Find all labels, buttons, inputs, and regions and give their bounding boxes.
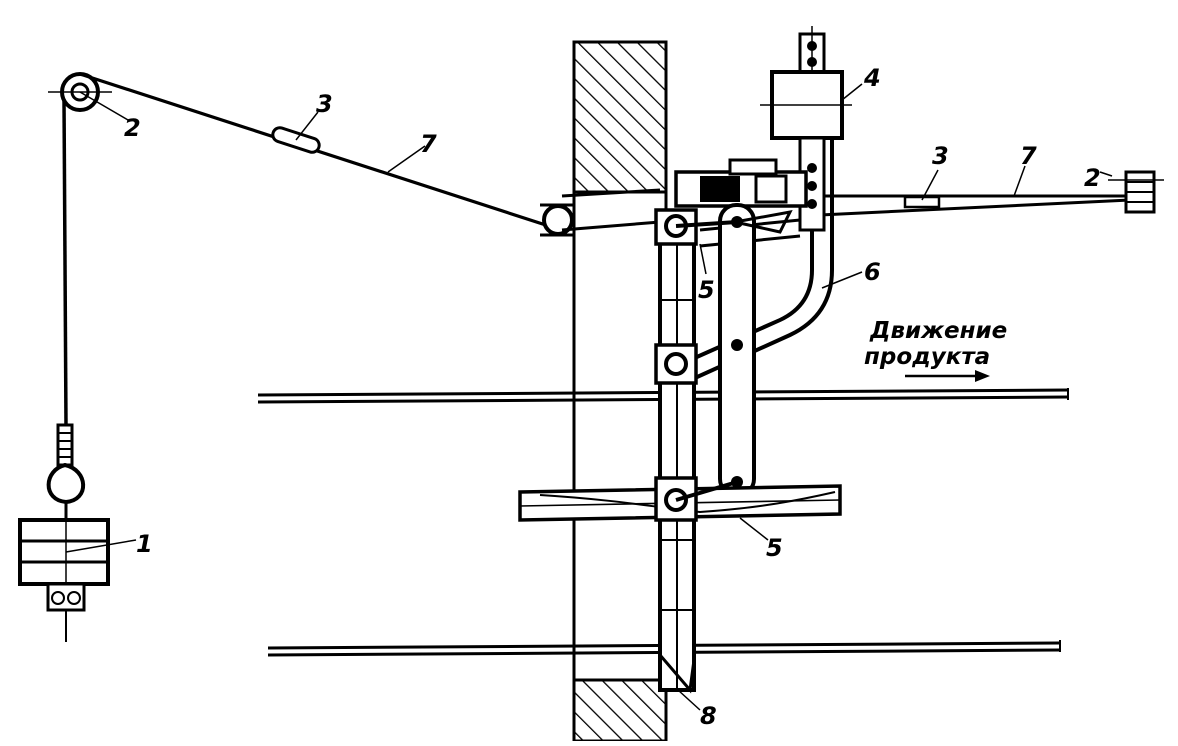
label-counterweight: 1: [136, 530, 153, 558]
hook-ring: [46, 462, 86, 505]
middle-pivot: [654, 343, 698, 385]
caption-line-2: продукта: [864, 344, 990, 370]
turnbuckle-right: [903, 195, 941, 209]
lever-upper: [654, 208, 793, 246]
flow-arrow: [905, 370, 990, 382]
right-cable: [819, 170, 1164, 217]
wall-pulley: [540, 188, 661, 237]
label-post-base: 8: [700, 702, 717, 730]
cable-right: [819, 198, 1131, 217]
label-turnbuckle-left: 3: [316, 90, 333, 118]
flow-caption: Движение продукта: [864, 318, 1007, 370]
label-lever-lower: 5: [766, 534, 783, 562]
lever-lower: [518, 476, 842, 522]
label-bent-arm: 6: [864, 258, 881, 286]
label-lever-upper: 5: [698, 276, 715, 304]
label-cable-left: 7: [420, 130, 437, 158]
hanging-cable: [62, 99, 68, 426]
vertical-post: [658, 228, 696, 694]
label-turnbuckle-right: 3: [932, 142, 949, 170]
label-pulley-left: 2: [124, 114, 141, 142]
label-pulley-right: 2: [1084, 164, 1101, 192]
counterweight: [18, 518, 110, 586]
label-adjustable-weight: 4: [863, 64, 881, 92]
adjustable-weight-assembly: [760, 26, 852, 236]
callout-labels: 1 2 2 3 3 4 5 5 6 7 7 8: [124, 64, 1101, 730]
spring: [56, 423, 74, 467]
leader-lines: [65, 83, 1113, 711]
caption-line-1: Движение: [869, 318, 1007, 344]
counterweight-assembly: [18, 72, 112, 642]
link-rod: [718, 203, 756, 497]
label-cable-right: 7: [1020, 142, 1037, 170]
